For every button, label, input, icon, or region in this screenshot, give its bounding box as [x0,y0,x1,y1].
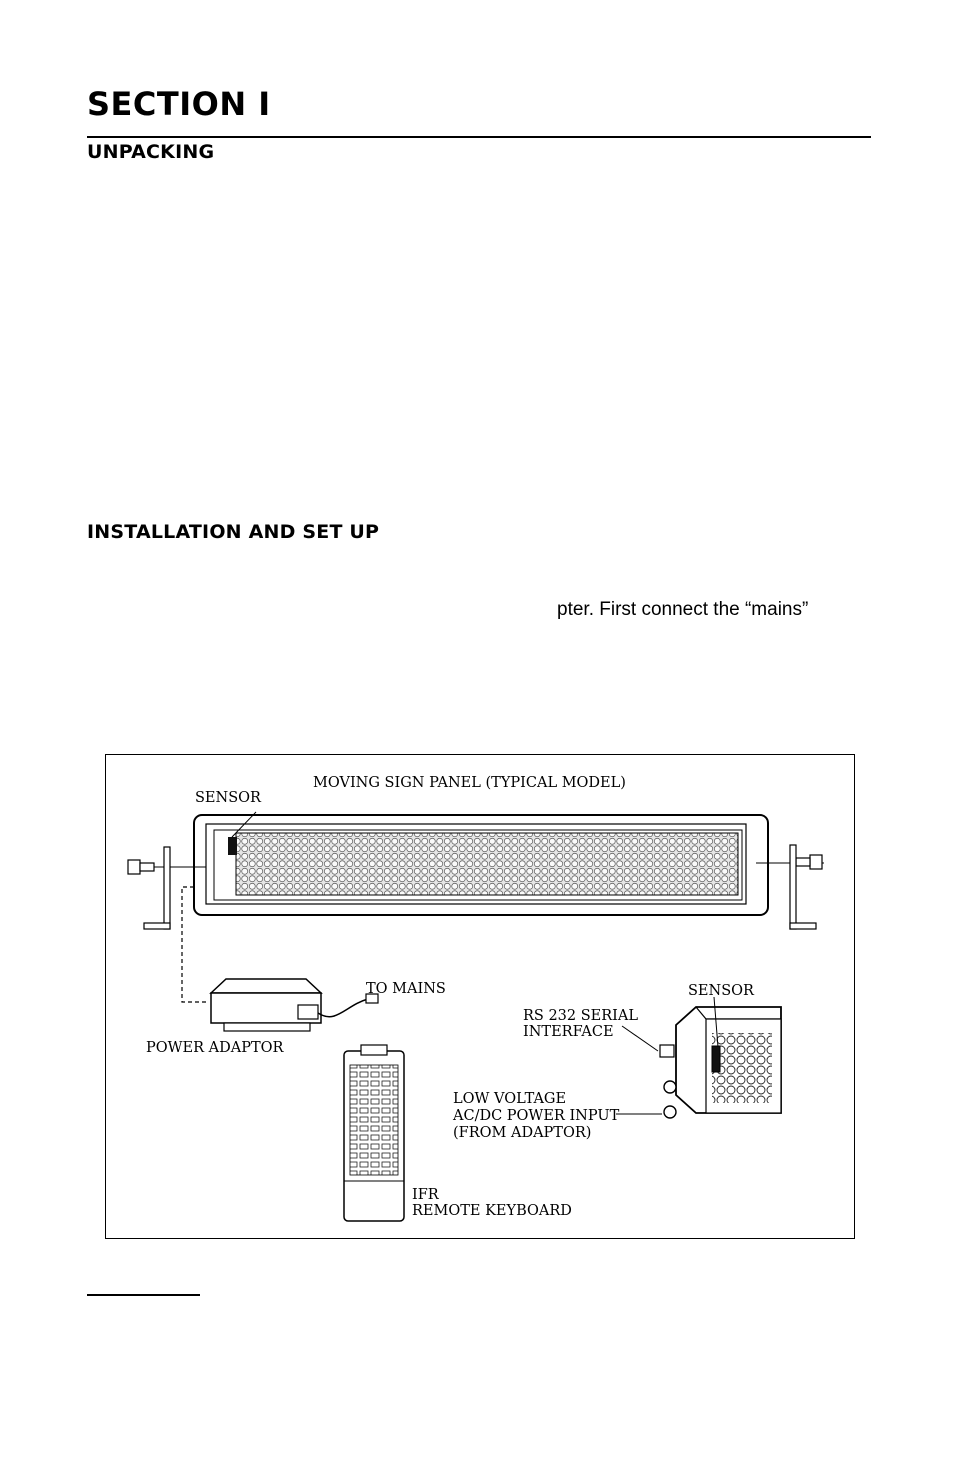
power-input-label-line1: LOW VOLTAGE [453,1091,566,1107]
remote-keyboard [343,1044,405,1222]
left-mounting-bracket [127,846,206,930]
power-input-jack [663,1080,677,1094]
figure-title: MOVING SIGN PANEL (TYPICAL MODEL) [313,775,626,791]
rs232-label-line2: INTERFACE [523,1024,614,1040]
power-input-label-line2: AC/DC POWER INPUT [452,1108,620,1124]
sensor-label-left: SENSOR [195,790,262,806]
to-mains-label: TO MAINS [366,981,446,997]
remote-label-line1: IFR [412,1187,440,1203]
title-divider [87,136,871,138]
unpacking-heading: UNPACKING [87,141,215,163]
installation-heading: INSTALLATION AND SET UP [87,521,380,543]
installation-figure: MOVING SIGN PANEL (TYPICAL MODEL) SENSOR [105,754,855,1239]
panel-end-detail [616,996,782,1119]
installation-text-fragment: pter. First connect the “mains” [557,599,809,620]
power-adaptor [209,978,379,1032]
section-title: SECTION I [87,85,271,123]
sign-panel [193,811,769,916]
power-input-label-line3: (FROM ADAPTOR) [453,1125,591,1141]
power-adaptor-label: POWER ADAPTOR [146,1040,285,1056]
sensor-label-right: SENSOR [688,983,755,999]
rs232-label-line1: RS 232 SERIAL [523,1008,638,1024]
rs232-port [659,1044,675,1058]
footnote-divider [87,1294,200,1296]
sensor-window-detail [711,1045,721,1073]
sensor-window [228,837,237,855]
adaptor-cable [181,886,209,1003]
remote-label-line2: REMOTE KEYBOARD [412,1203,572,1219]
right-mounting-bracket [756,844,824,930]
installation-diagram: MOVING SIGN PANEL (TYPICAL MODEL) SENSOR [127,775,824,1222]
